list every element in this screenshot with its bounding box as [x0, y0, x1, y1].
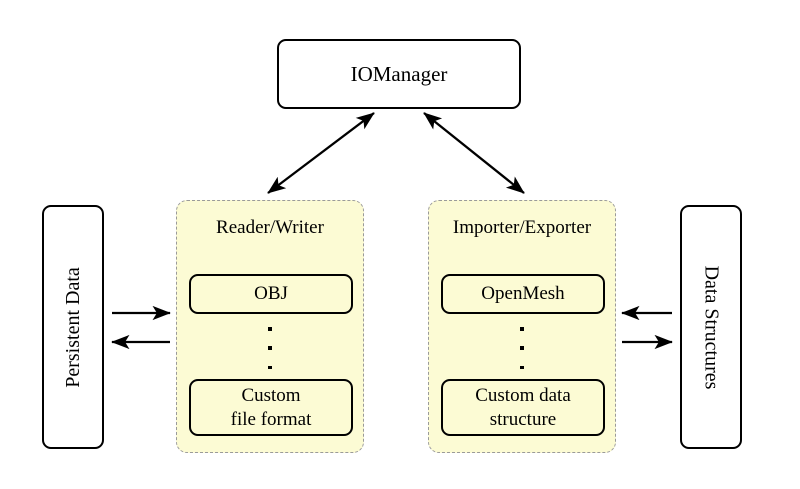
- node-io-manager[interactable]: IOManager: [277, 39, 521, 109]
- ellipsis-importer-exporter: [429, 327, 615, 369]
- group-importer-exporter-title: Importer/Exporter: [452, 217, 592, 238]
- group-reader-writer[interactable]: Reader/Writer OBJ Custom file format: [176, 200, 364, 453]
- node-persistent-data-label: Persistent Data: [61, 266, 84, 388]
- node-persistent-data[interactable]: Persistent Data: [42, 205, 104, 449]
- node-custom-file-format-label-line2: file format: [230, 408, 312, 430]
- node-custom-file-format-label-line1: Custom: [241, 385, 301, 407]
- ellipsis-dot: [268, 327, 272, 331]
- node-custom-data-structure-label-line1: Custom data: [475, 385, 571, 407]
- node-io-manager-label: IOManager: [350, 61, 448, 86]
- ellipsis-reader-writer: [177, 327, 363, 369]
- node-data-structures[interactable]: Data Structures: [680, 205, 742, 449]
- node-openmesh[interactable]: OpenMesh: [441, 274, 605, 314]
- ellipsis-dot: [520, 327, 524, 331]
- node-custom-data-structure-label-line2: structure: [489, 408, 557, 430]
- group-reader-writer-title: Reader/Writer: [216, 217, 324, 238]
- ellipsis-dot: [268, 365, 272, 369]
- node-data-structures-label: Data Structures: [700, 265, 723, 389]
- node-openmesh-label: OpenMesh: [481, 283, 565, 305]
- ellipsis-dot: [520, 346, 524, 350]
- arrow-manager-importerexporter: [423, 112, 525, 194]
- node-custom-file-format[interactable]: Custom file format: [189, 379, 353, 436]
- node-obj[interactable]: OBJ: [189, 274, 353, 314]
- ellipsis-dot: [268, 346, 272, 350]
- arrow-manager-readerwriter: [267, 112, 375, 194]
- group-importer-exporter[interactable]: Importer/Exporter OpenMesh Custom data s…: [428, 200, 616, 453]
- ellipsis-dot: [520, 365, 524, 369]
- node-obj-label: OBJ: [254, 283, 288, 305]
- node-custom-data-structure[interactable]: Custom data structure: [441, 379, 605, 436]
